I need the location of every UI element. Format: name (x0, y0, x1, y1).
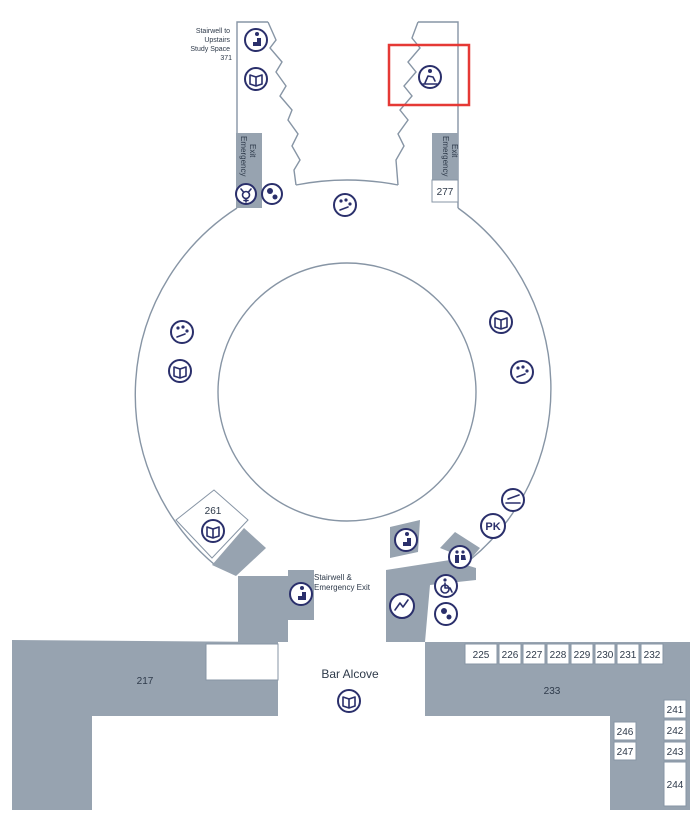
room-229-box (570, 643, 594, 665)
nursing-room-icon[interactable] (261, 183, 283, 205)
wheelchair-icon[interactable] (434, 574, 458, 598)
room-225-label: 225 (473, 650, 490, 661)
stair-emergency-label: Stairwell & Emergency Exit (314, 573, 371, 592)
book-icon[interactable] (244, 67, 268, 91)
parking-icon[interactable]: PK (480, 513, 506, 539)
emergency-exit-left-label: Emergency Exit (239, 136, 257, 179)
room-261-gray (212, 528, 266, 576)
map-text: Stairwell to Upstairs Study Space 371 Em… (137, 28, 684, 791)
stairs-icon[interactable] (289, 582, 313, 606)
room-246-label: 246 (617, 727, 634, 738)
room-243-label: 243 (667, 747, 684, 758)
room-227-label: 227 (526, 650, 543, 661)
room-217-block (12, 640, 278, 810)
group-study-icon[interactable] (510, 360, 534, 384)
book-icon[interactable] (337, 689, 361, 713)
restroom-icon[interactable] (448, 545, 472, 569)
building-outline (134, 21, 552, 566)
room-217-label: 217 (137, 676, 154, 687)
emergency-exit-right-label: Emergency Exit (441, 136, 459, 179)
emergency-exit-right-block (432, 133, 458, 183)
room-231-label: 231 (620, 650, 637, 661)
svg-text:PK: PK (485, 521, 500, 533)
group-study-icon[interactable] (170, 320, 194, 344)
all-gender-restroom-icon[interactable] (235, 183, 257, 205)
elevator-icon[interactable] (389, 593, 415, 619)
room-244-label: 244 (667, 780, 684, 791)
room-242-box (663, 719, 687, 741)
room-225-box (464, 643, 498, 665)
room-241-box (663, 699, 687, 719)
room-226-label: 226 (502, 650, 519, 661)
room-277-box (431, 179, 459, 203)
room-229-label: 229 (574, 650, 591, 661)
room-230-box (594, 643, 616, 665)
room-247-box (613, 741, 637, 761)
stairs-icon[interactable] (394, 528, 418, 552)
room-231-box (616, 643, 640, 665)
room-233-label: 233 (544, 686, 561, 697)
room-247-label: 247 (617, 747, 634, 758)
room-242-label: 242 (667, 726, 684, 737)
room-241-label: 241 (667, 705, 684, 716)
highlight-box (387, 43, 471, 107)
scanner-icon[interactable] (501, 488, 525, 512)
stairs-icon[interactable] (244, 28, 268, 52)
room-232-label: 232 (644, 650, 661, 661)
nursing-room-icon[interactable] (434, 602, 458, 626)
room-226-box (498, 643, 522, 665)
accessible-study-icon[interactable] (418, 65, 442, 89)
book-icon[interactable] (168, 359, 192, 383)
book-icon[interactable] (489, 310, 513, 334)
room-228-label: 228 (550, 650, 567, 661)
room-246-box (613, 721, 637, 741)
room-227-box (522, 643, 546, 665)
book-icon[interactable] (201, 519, 225, 543)
room-232-box (640, 643, 664, 665)
bar-alcove-label: Bar Alcove (321, 667, 379, 681)
room-217-annex (205, 643, 279, 681)
room-277-label: 277 (437, 187, 454, 198)
room-261-label: 261 (205, 506, 222, 517)
room-230-label: 230 (597, 650, 614, 661)
room-243-box (663, 741, 687, 761)
group-study-icon[interactable] (333, 193, 357, 217)
room-228-box (546, 643, 570, 665)
room-244-box (663, 761, 687, 807)
stair-upstairs-label: Stairwell to Upstairs Study Space 371 (190, 28, 232, 62)
